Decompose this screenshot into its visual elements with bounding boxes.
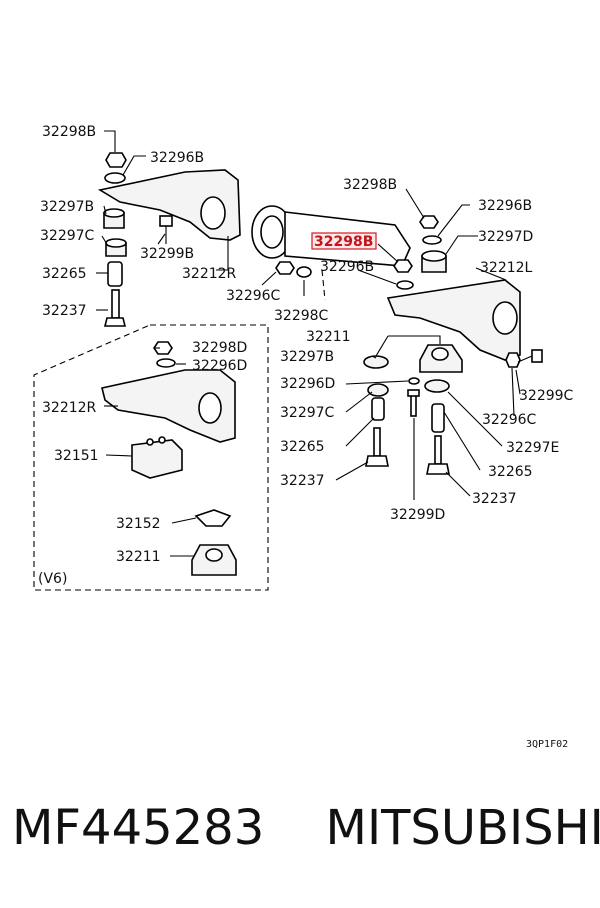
- callout-32152[interactable]: 32152: [116, 516, 161, 532]
- callout-32298B-highlighted[interactable]: 32298B: [314, 234, 373, 250]
- bolt-thread-icon[interactable]: [373, 427, 381, 457]
- highlight-box: [311, 232, 377, 250]
- callout-32237[interactable]: 32237: [42, 303, 87, 319]
- spacer-icon[interactable]: [371, 397, 385, 421]
- callout-32298C[interactable]: 32298C: [274, 308, 329, 324]
- mount-stud-icon: [158, 436, 166, 444]
- callout-32296B-right[interactable]: 32296B: [478, 198, 532, 214]
- bushing-top-icon: [103, 208, 125, 218]
- callout-32212L[interactable]: 32212L: [480, 260, 533, 276]
- bracket-hole-icon: [492, 301, 518, 335]
- bolt-head-icon[interactable]: [531, 349, 543, 363]
- callout-32297C-right[interactable]: 32297C: [280, 405, 335, 421]
- v6-assembly: [101, 341, 237, 576]
- v6-dashed-frame: [33, 324, 269, 591]
- callout-32298B-right[interactable]: 32298B: [343, 177, 397, 193]
- figure-code: 3QP1F02: [526, 739, 568, 750]
- callout-32151[interactable]: 32151: [54, 448, 99, 464]
- callout-32212R-v6[interactable]: 32212R: [42, 400, 97, 416]
- callout-32297D[interactable]: 32297D: [478, 229, 533, 245]
- callout-32299B[interactable]: 32299B: [140, 246, 194, 262]
- part-number: MF445283: [12, 800, 265, 856]
- callout-32296C[interactable]: 32296C: [226, 288, 281, 304]
- bolt-head-icon[interactable]: [159, 215, 173, 227]
- bolt-thread-icon[interactable]: [111, 289, 120, 319]
- callout-32265-right-b[interactable]: 32265: [488, 464, 533, 480]
- right-mount-assembly: [363, 215, 543, 475]
- callout-32298B[interactable]: 32298B: [42, 124, 96, 140]
- callout-32297C[interactable]: 32297C: [40, 228, 95, 244]
- callout-32296D[interactable]: 32296D: [192, 358, 247, 374]
- bushing-icon[interactable]: [424, 379, 450, 393]
- brand-name: MITSUBISHI: [325, 800, 600, 856]
- bolt-head-icon[interactable]: [426, 463, 450, 475]
- v6-label: (V6): [38, 571, 67, 587]
- spacer-icon[interactable]: [107, 261, 123, 287]
- insulator-hole-icon: [431, 347, 449, 361]
- insulator-hole-icon: [205, 548, 223, 562]
- mount-stud-icon: [146, 438, 154, 446]
- bracket-hole-icon: [198, 392, 222, 424]
- bolt-head-icon[interactable]: [365, 455, 389, 467]
- parts-diagram: 32298B 32296B 32297B 32297C 32299B 32212…: [33, 124, 574, 750]
- callout-labels: 32298B 32296B 32297B 32297C 32299B 32212…: [38, 124, 574, 750]
- pipe-opening-icon: [260, 215, 284, 249]
- bushing-top-icon: [105, 238, 127, 248]
- callout-32296C-right[interactable]: 32296C: [482, 412, 537, 428]
- nut-icon[interactable]: [505, 352, 521, 368]
- spacer-icon[interactable]: [431, 403, 445, 433]
- bracket-icon[interactable]: [386, 279, 521, 361]
- washer-icon[interactable]: [156, 358, 176, 368]
- callout-32299C[interactable]: 32299C: [519, 388, 574, 404]
- washer-icon[interactable]: [396, 280, 414, 290]
- callout-32299D[interactable]: 32299D: [390, 507, 445, 523]
- bushing-icon[interactable]: [367, 383, 389, 397]
- bolt-shaft: [517, 355, 533, 363]
- bracket-icon[interactable]: [101, 369, 236, 443]
- washer-icon[interactable]: [408, 377, 420, 385]
- callout-32265[interactable]: 32265: [42, 266, 87, 282]
- bracket-hole-icon: [200, 196, 226, 230]
- nut-icon[interactable]: [105, 152, 127, 168]
- nut-icon[interactable]: [419, 215, 439, 229]
- callout-32211-right[interactable]: 32211: [306, 329, 351, 345]
- callout-32296B[interactable]: 32296B: [150, 150, 204, 166]
- callout-32211-v6[interactable]: 32211: [116, 549, 161, 565]
- callout-32237-right-b[interactable]: 32237: [472, 491, 517, 507]
- leader-lines: [96, 130, 521, 557]
- clip-icon[interactable]: [194, 509, 232, 527]
- nut-icon[interactable]: [393, 259, 413, 273]
- footer-caption: MF445283 MITSUBISHI: [12, 800, 600, 880]
- washer-icon[interactable]: [104, 172, 126, 184]
- callout-32265-right[interactable]: 32265: [280, 439, 325, 455]
- callout-32297B[interactable]: 32297B: [40, 199, 94, 215]
- callout-32298D[interactable]: 32298D: [192, 340, 247, 356]
- bolt-head-icon[interactable]: [407, 389, 420, 397]
- callout-32212R[interactable]: 32212R: [182, 266, 237, 282]
- center-pipe: [251, 205, 411, 301]
- leader-dashed: [321, 269, 326, 301]
- callout-32237-right[interactable]: 32237: [280, 473, 325, 489]
- bushing-top-icon: [421, 250, 447, 262]
- callout-32296B-mid[interactable]: 32296B: [320, 259, 374, 275]
- left-mount-stack: [97, 152, 241, 327]
- mount-block-icon[interactable]: [131, 439, 183, 479]
- nut-icon[interactable]: [275, 261, 295, 275]
- bolt-thread-icon[interactable]: [410, 393, 417, 417]
- bolt-head-icon[interactable]: [103, 317, 127, 327]
- callout-32297E[interactable]: 32297E: [506, 440, 559, 456]
- washer-icon[interactable]: [422, 235, 442, 245]
- bolt-thread-icon[interactable]: [434, 435, 442, 465]
- washer-icon[interactable]: [296, 266, 312, 278]
- callout-32297B-right[interactable]: 32297B: [280, 349, 334, 365]
- callout-32296D-right[interactable]: 32296D: [280, 376, 335, 392]
